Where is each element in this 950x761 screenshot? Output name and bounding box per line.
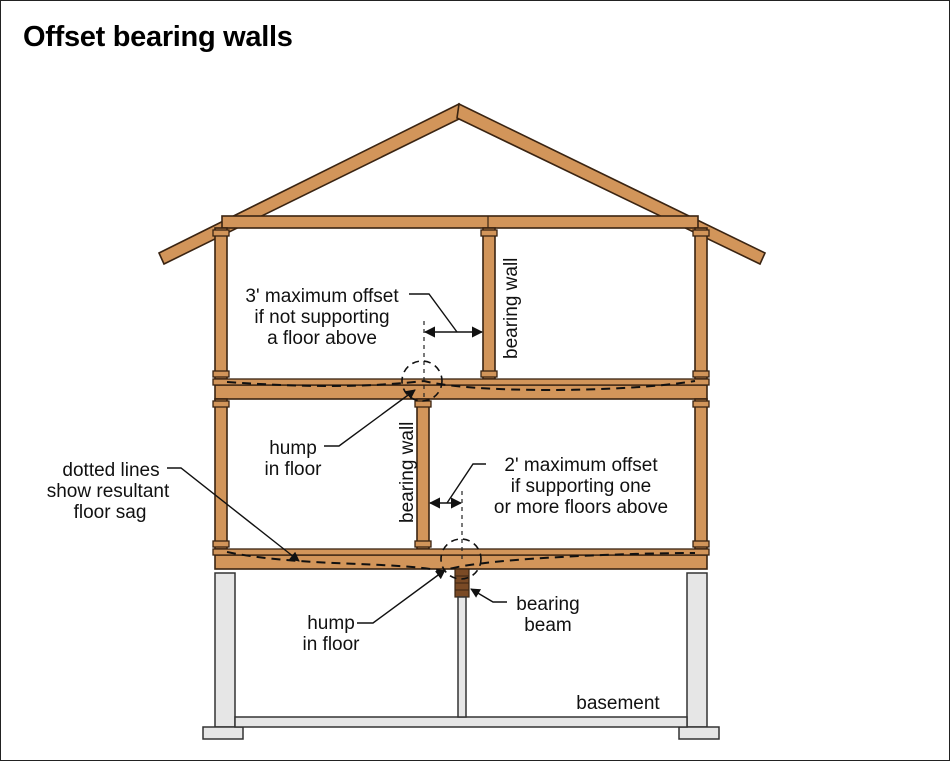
lower-bearing-wall bbox=[416, 398, 430, 550]
upper-exterior-wall-left bbox=[214, 227, 228, 380]
foundation-wall-right bbox=[686, 572, 708, 728]
lower-offset-label-1: 2' maximum offset bbox=[504, 455, 658, 476]
upper-hump-leader bbox=[324, 389, 416, 447]
footing-left bbox=[202, 726, 244, 740]
upper-exterior-wall-right bbox=[694, 227, 708, 380]
lower-exterior-wall-right bbox=[694, 398, 708, 550]
upper-bearing-wall bbox=[482, 227, 496, 380]
upper-floor-sag-line bbox=[226, 379, 696, 391]
lower-offset-leader bbox=[446, 463, 486, 504]
beam-label-1: bearing bbox=[516, 594, 579, 615]
beam-leader bbox=[470, 588, 507, 603]
lower-bearing-wall-label: bearing wall bbox=[397, 422, 418, 523]
diagram-title: Offset bearing walls bbox=[23, 21, 293, 53]
first-floor-deck bbox=[214, 554, 708, 570]
lower-offset-label-3: or more floors above bbox=[494, 497, 668, 518]
ceiling-joist bbox=[221, 215, 699, 229]
sag-label-3: floor sag bbox=[74, 502, 147, 523]
beam-label-2: beam bbox=[524, 615, 572, 636]
upper-bearing-wall-label: bearing wall bbox=[501, 258, 522, 359]
upper-offset-leader bbox=[409, 293, 458, 333]
upper-offset-label-2: if not supporting bbox=[254, 307, 389, 328]
lower-hump-label-1: hump bbox=[307, 613, 355, 634]
sag-label-2: show resultant bbox=[47, 481, 170, 502]
foundation-wall-left bbox=[214, 572, 236, 728]
lower-hump-label-2: in floor bbox=[302, 634, 360, 655]
lower-offset-label-2: if supporting one bbox=[511, 476, 652, 497]
sag-leader bbox=[167, 467, 300, 562]
lower-hump-circle bbox=[440, 538, 482, 580]
lower-hump-leader bbox=[357, 569, 446, 624]
upper-offset-label-1: 3' maximum offset bbox=[245, 286, 399, 307]
upper-offset-label-3: a floor above bbox=[267, 328, 377, 349]
footing-right bbox=[678, 726, 720, 740]
sag-label-1: dotted lines bbox=[62, 460, 159, 481]
basement-slab bbox=[234, 716, 688, 728]
support-post bbox=[457, 596, 467, 718]
upper-hump-label-1: hump bbox=[269, 438, 317, 459]
basement-label: basement bbox=[576, 693, 660, 714]
upper-hump-label-2: in floor bbox=[264, 459, 322, 480]
roof-rafter-right bbox=[456, 102, 767, 266]
roof-rafter-left bbox=[157, 102, 462, 266]
upper-hump-circle bbox=[401, 360, 443, 402]
lower-exterior-wall-left bbox=[214, 398, 228, 550]
